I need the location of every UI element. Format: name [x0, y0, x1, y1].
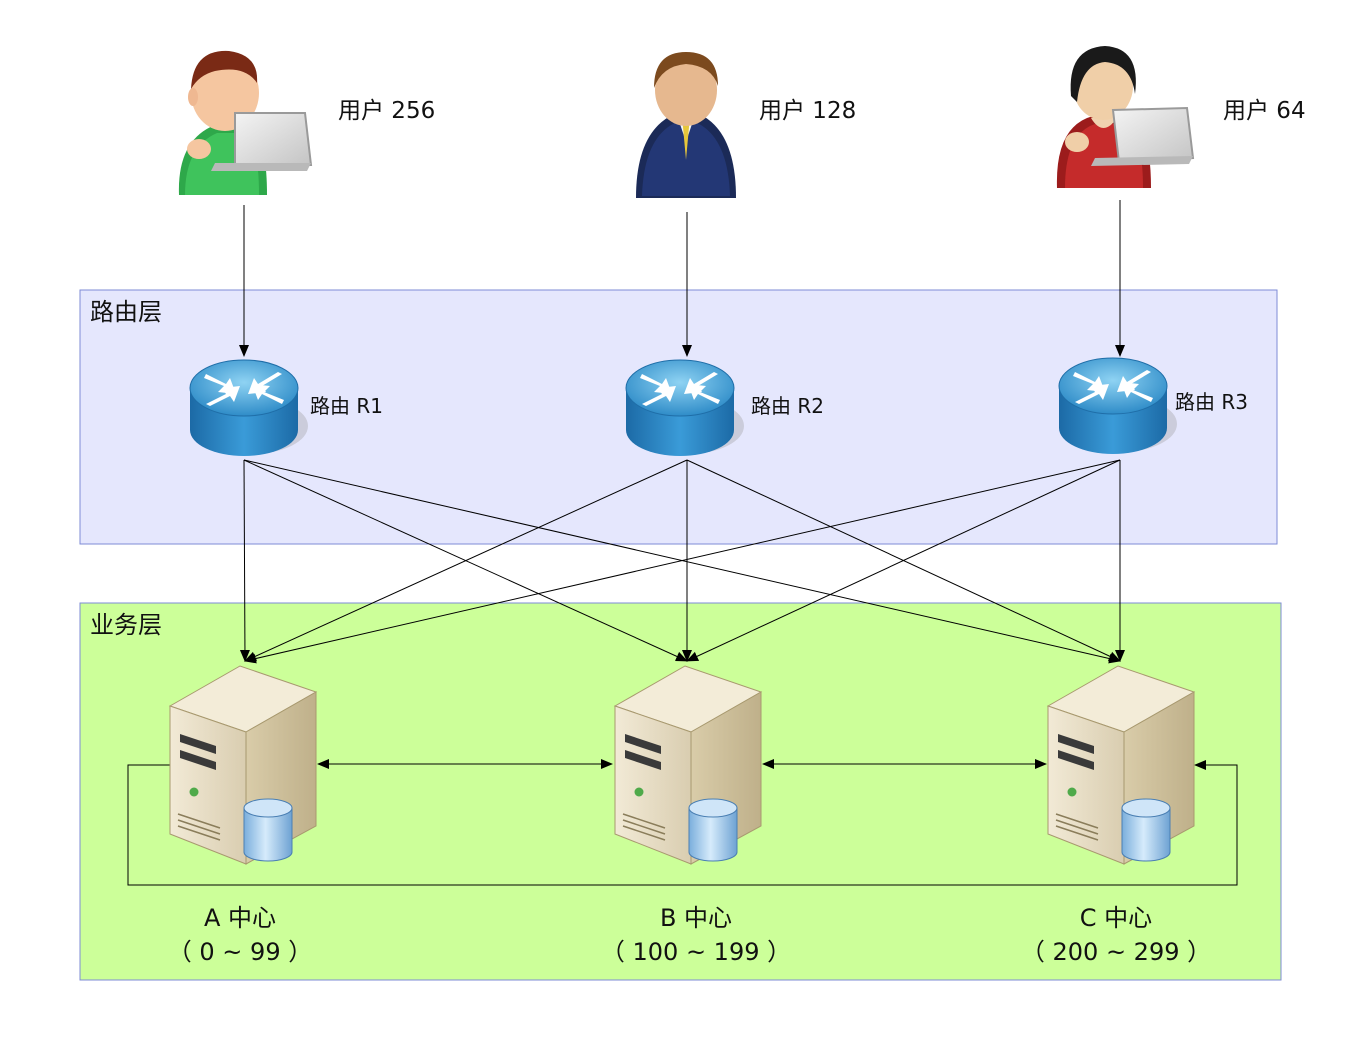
user-business-suit-icon	[636, 52, 736, 198]
router-icon	[625, 359, 744, 456]
user-red-laptop-icon	[1056, 46, 1195, 188]
router-center-mesh	[239, 459, 1125, 664]
user-green-laptop-icon	[178, 50, 313, 195]
center-range: （ 0 ~ 99 ）	[167, 938, 313, 966]
center-name: A 中心	[203, 904, 277, 932]
center-name: B 中心	[659, 904, 733, 932]
router-icon	[189, 359, 308, 456]
router-icon	[1058, 357, 1177, 454]
center-range: （ 100 ~ 199 ）	[600, 938, 792, 966]
router-label: 路由 R2	[751, 394, 824, 418]
center-name: C 中心	[1079, 904, 1153, 932]
user-label: 用户 256	[338, 98, 436, 124]
business-layer-title: 业务层	[90, 611, 162, 639]
server-database-icon	[168, 665, 318, 865]
user-label: 用户 128	[759, 98, 857, 124]
user-label: 用户 64	[1223, 98, 1306, 124]
center-range: （ 200 ~ 299 ）	[1020, 938, 1212, 966]
server-database-icon	[613, 665, 763, 865]
server-database-icon	[1046, 665, 1196, 865]
router-label: 路由 R1	[310, 394, 383, 418]
routing-layer-title: 路由层	[90, 298, 162, 326]
router-label: 路由 R3	[1175, 390, 1248, 414]
edge-a-c-loop	[127, 760, 1238, 886]
